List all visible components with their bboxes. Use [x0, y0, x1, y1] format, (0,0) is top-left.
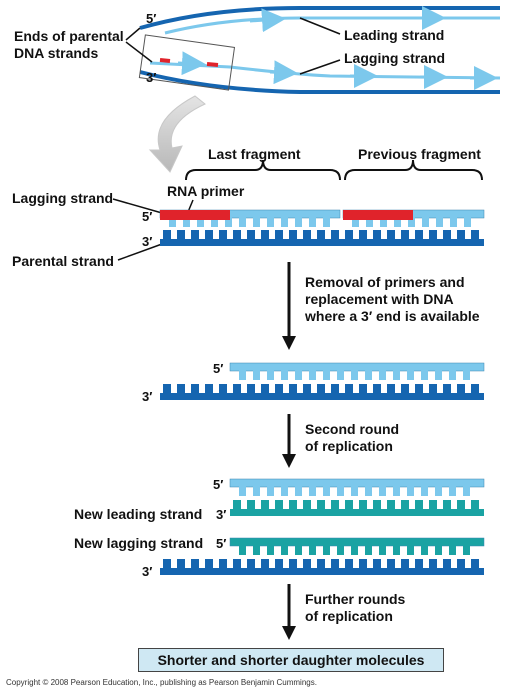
zoom-box: [138, 34, 236, 91]
result-box: Shorter and shorter daughter molecules: [138, 648, 444, 672]
process-arrows: [282, 262, 296, 640]
parental-strand-s3b: [160, 559, 484, 575]
lagging-strand-s2: [229, 362, 485, 380]
leader-lagging-strand: [112, 198, 163, 214]
rna-primer-previous: [343, 210, 413, 220]
prime-3-s3b: 3′: [142, 564, 153, 579]
prime-3-s3a: 3′: [216, 507, 227, 522]
dna-duplexes: [159, 209, 485, 575]
prime-5-s3a: 5′: [213, 477, 224, 492]
label-parental-strand: Parental strand: [12, 253, 114, 269]
new-lagging-strand-s3b: [229, 537, 485, 555]
label-last-fragment: Last fragment: [208, 146, 301, 162]
primer-mark-2: [206, 62, 219, 67]
label-rna-primer: RNA primer: [167, 183, 245, 199]
prime-5-s2: 5′: [213, 361, 224, 376]
copyright-notice: Copyright © 2008 Pearson Education, Inc.…: [6, 678, 317, 687]
arrow-step-1: [282, 262, 296, 350]
fragment-braces: [185, 159, 483, 181]
leader-lagging: [299, 59, 341, 75]
parental-strand-bottom: [139, 70, 500, 94]
prime-3-s2: 3′: [142, 389, 153, 404]
label-leading-strand: Leading strand: [344, 27, 445, 43]
new-leading-strand-s3a: [230, 500, 484, 516]
replication-fork: [125, 6, 501, 94]
arrow-step-2: [282, 414, 296, 468]
label-lagging-strand: Lagging strand: [344, 50, 446, 66]
prime-5-s3b: 5′: [216, 536, 227, 551]
zoom-arrow: [148, 95, 206, 173]
leading-arrow: [249, 8, 286, 33]
leader-parental-strand: [117, 243, 163, 261]
parental-strand-s2: [160, 384, 484, 400]
parental-strand-s1: [160, 230, 484, 246]
leader-leading: [299, 17, 341, 35]
prime-3-top: 3′: [146, 70, 157, 85]
arrow-step-3: [282, 584, 296, 640]
label-lagging-strand-s1: Lagging strand: [12, 190, 114, 206]
prime-5-s1: 5′: [142, 209, 153, 224]
leader-ends-bottom: [125, 41, 153, 63]
leader-ends-top: [125, 27, 141, 41]
label-previous-fragment: Previous fragment: [358, 146, 481, 162]
label-new-leading-strand: New leading strand: [74, 506, 203, 522]
leading-strand-line: [164, 16, 500, 35]
label-new-lagging-strand: New lagging strand: [74, 535, 204, 551]
rna-primer-last: [160, 210, 230, 220]
lagging-strand-s3a: [229, 478, 485, 496]
prime-5-top: 5′: [146, 11, 157, 26]
primer-mark-1: [159, 58, 171, 63]
parental-strand-top: [139, 6, 500, 30]
prime-3-s1: 3′: [142, 234, 153, 249]
last-fragment-strand: [159, 209, 341, 227]
previous-fragment-strand: [342, 209, 485, 227]
